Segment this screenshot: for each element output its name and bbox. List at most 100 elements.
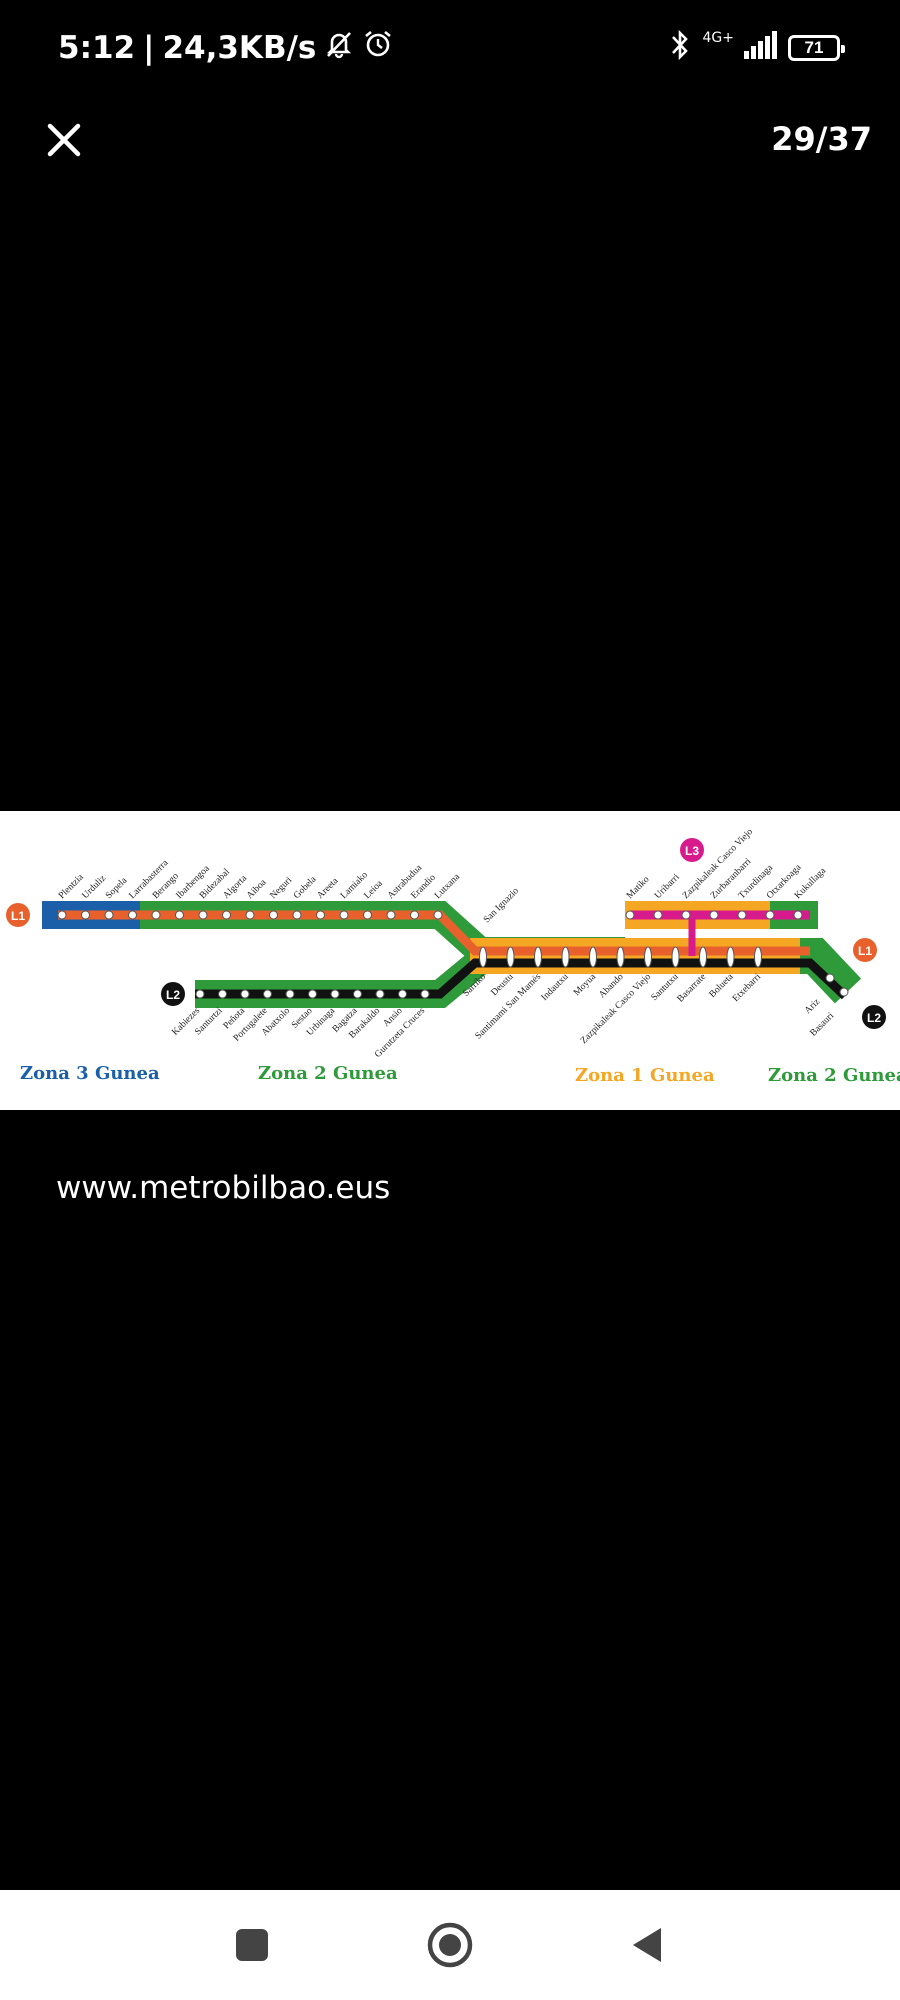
station-dot [57, 910, 67, 920]
station-label: Uribarri [653, 872, 682, 901]
zone3-label: Zona 3 Gunea [20, 1063, 160, 1084]
battery-icon: 71 [788, 34, 845, 61]
station-dot [222, 910, 231, 920]
zone1-label: Zona 1 Gunea [575, 1065, 715, 1086]
station-dot [330, 989, 340, 999]
station-dot [726, 946, 735, 968]
station-dot [263, 989, 272, 999]
station-dot [420, 989, 430, 999]
station-label: Indautxu [540, 972, 571, 1003]
station-dot [269, 910, 278, 920]
station-dot [353, 989, 362, 999]
back-triangle-icon [633, 1928, 661, 1962]
home-circle-icon [427, 1922, 473, 1968]
station-dot [709, 910, 719, 920]
station-dot [825, 973, 835, 983]
l3-badge-top: L3 [680, 838, 704, 862]
viewer-top-bar: 29/37 [0, 100, 900, 180]
station-dot [308, 989, 317, 999]
recents-square-icon [236, 1929, 268, 1961]
station-label: Deustu [490, 972, 516, 998]
station-dot [363, 910, 372, 920]
station-label: Basauri [809, 1011, 837, 1039]
station-dot [175, 910, 184, 920]
station-dot [151, 910, 161, 920]
station-dot [386, 910, 396, 920]
station-label: Gobela [292, 874, 319, 901]
zone2-band-right [800, 938, 862, 1004]
station-dot [292, 910, 302, 920]
station-dot [839, 987, 849, 997]
station-label: Ariz [803, 997, 822, 1016]
station-dot [81, 910, 90, 920]
station-dot [793, 910, 803, 920]
separator: | [143, 30, 155, 66]
close-icon [47, 123, 81, 157]
signal-icon [744, 31, 778, 64]
l2-badge-label: L2 [166, 988, 180, 1002]
l1-badge-label-right: L1 [858, 944, 872, 958]
zone2-left-label: Zona 2 Gunea [258, 1063, 398, 1084]
station-dot [218, 989, 227, 999]
station-dot [534, 946, 542, 968]
station-dot [616, 946, 625, 968]
image-counter: 29/37 [771, 120, 872, 158]
station-dot [195, 989, 205, 999]
l2-badge-label-right: L2 [867, 1011, 881, 1025]
mute-bell-icon [324, 29, 354, 67]
station-dot [765, 910, 775, 920]
network-speed: 24,3KB/s [162, 30, 317, 66]
station-dot [589, 946, 597, 968]
station-dots [57, 910, 849, 999]
station-label: Areeta [316, 876, 342, 902]
l1-badge-right: L1 [853, 938, 877, 962]
clock: 5:12 [58, 30, 136, 66]
bluetooth-icon [667, 28, 693, 67]
zone2-band-l2 [195, 950, 489, 1008]
station-dot [240, 989, 250, 999]
navigation-bar [0, 1890, 900, 2000]
metro-map: L1 L2 L3 L1 L2 PlentziaUrdulizSopelaLarr… [6, 827, 900, 1086]
close-button[interactable] [40, 116, 88, 164]
station-dot [644, 946, 652, 968]
station-dot [410, 910, 419, 920]
station-label: Urduliz [81, 874, 109, 902]
station-label: Sopela [104, 875, 130, 901]
status-right: 4G+ 71 [667, 28, 845, 67]
station-dot [375, 989, 385, 999]
station-label: Etxebarri [731, 972, 763, 1004]
station-dot [285, 989, 295, 999]
station-dot [506, 946, 515, 968]
battery-level: 71 [804, 37, 824, 57]
station-label: Leioa [363, 878, 386, 901]
station-label: Lutxana [433, 871, 463, 901]
station-dot [699, 946, 707, 968]
status-left: 5:12 | 24,3KB/s [58, 28, 394, 68]
recents-button[interactable] [227, 1920, 277, 1970]
station-dot [198, 910, 208, 920]
l1-badge-left: L1 [6, 903, 30, 927]
station-dot [754, 946, 762, 968]
l2-badge-left: L2 [161, 982, 185, 1006]
network-type: 4G+ [702, 29, 735, 46]
station-dot [104, 910, 114, 920]
l1-badge-label: L1 [11, 909, 25, 923]
status-bar: 5:12 | 24,3KB/s 4G+ 71 [0, 0, 900, 100]
station-dot [245, 910, 255, 920]
home-button[interactable] [425, 1920, 475, 1970]
station-dot [671, 946, 680, 968]
station-label: Matiko [625, 874, 652, 901]
station-dot [398, 989, 407, 999]
back-button[interactable] [623, 1920, 673, 1970]
alarm-icon [362, 28, 394, 68]
l3-badge-label: L3 [685, 844, 699, 858]
station-label: San Ignazio [482, 886, 521, 925]
station-dot [479, 946, 487, 968]
zone2-right-label: Zona 2 Gunea [768, 1065, 900, 1086]
source-link[interactable]: www.metrobilbao.eus [56, 1170, 391, 1206]
station-label: Basarrate [676, 972, 708, 1004]
station-label: Moyua [572, 972, 599, 999]
station-dot [653, 910, 663, 920]
station-dot [625, 910, 635, 920]
